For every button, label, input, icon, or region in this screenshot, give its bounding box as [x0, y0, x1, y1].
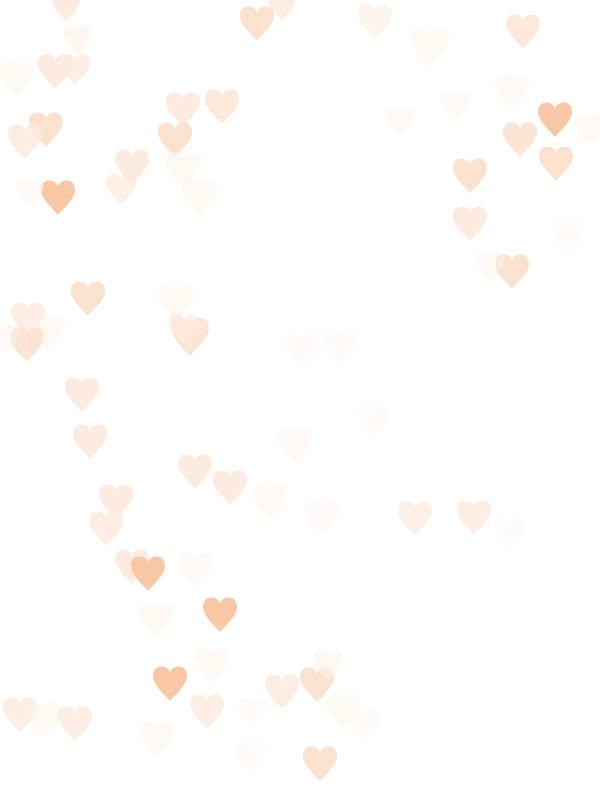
heart-shape	[178, 454, 212, 489]
heart-shape	[538, 102, 572, 137]
heart-shape	[141, 721, 175, 756]
heart-shape	[475, 252, 505, 281]
heart-shape	[195, 647, 229, 682]
heart-shape	[115, 149, 149, 184]
heart-shape	[358, 406, 390, 437]
heart-shape	[166, 92, 200, 127]
heart-shape	[323, 329, 357, 364]
heart-shape	[168, 314, 200, 345]
heart-shape	[240, 6, 274, 41]
heart-shape	[190, 694, 224, 729]
heart-shape	[384, 106, 416, 137]
heart-shape	[29, 112, 63, 147]
heart-shape	[253, 484, 287, 519]
heart-shape	[574, 114, 600, 145]
heart-shape	[234, 742, 266, 773]
heart-shape	[8, 124, 42, 159]
heart-shape	[503, 122, 537, 157]
heart-shape	[552, 222, 584, 253]
heart-shape	[205, 89, 239, 124]
heart-shape	[59, 54, 91, 85]
heart-shape	[73, 424, 107, 459]
heart-shape	[51, 0, 81, 21]
heart-shape	[539, 146, 573, 181]
heart-shape	[203, 597, 237, 632]
heart-shape	[312, 650, 344, 681]
heart-shape	[11, 302, 45, 337]
heart-shape	[0, 325, 20, 354]
heart-shape	[159, 286, 193, 321]
heart-shape	[63, 25, 93, 54]
heart-shape	[65, 377, 99, 412]
heart-shape	[105, 174, 137, 205]
heart-shape	[265, 674, 299, 709]
heart-shape	[153, 666, 187, 701]
heart-shape	[71, 281, 105, 316]
heart-shape	[213, 470, 247, 505]
heart-shape	[58, 706, 92, 741]
heart-shape	[27, 702, 61, 737]
heart-shape	[494, 518, 526, 549]
heart-shape	[31, 314, 65, 349]
heart-shape	[278, 427, 312, 462]
heart-shape	[326, 694, 360, 729]
heart-shape	[349, 710, 381, 741]
heart-shape	[495, 74, 529, 109]
heart-shape	[305, 500, 339, 535]
heart-shape	[453, 206, 487, 241]
heart-shape	[303, 746, 337, 781]
heart-shape	[178, 552, 212, 587]
heart-shape	[131, 556, 165, 591]
heart-shape	[41, 180, 75, 215]
heart-shape	[506, 14, 540, 49]
heart-shape	[453, 158, 487, 193]
heart-shape	[166, 152, 200, 187]
heart-shape	[439, 91, 471, 122]
heart-shape	[268, 0, 296, 21]
heart-shape	[139, 602, 173, 637]
heart-shape	[398, 501, 432, 536]
heart-shape	[238, 697, 266, 725]
heart-shape	[457, 500, 491, 535]
heart-shape	[0, 62, 34, 97]
heart-shape	[99, 484, 133, 519]
heart-shape	[158, 122, 192, 157]
heart-shape	[411, 27, 449, 66]
heart-shape	[89, 511, 123, 546]
heart-shape	[358, 4, 392, 39]
heart-shape	[286, 334, 320, 369]
heart-shape	[183, 179, 217, 214]
heart-shape	[15, 179, 45, 208]
